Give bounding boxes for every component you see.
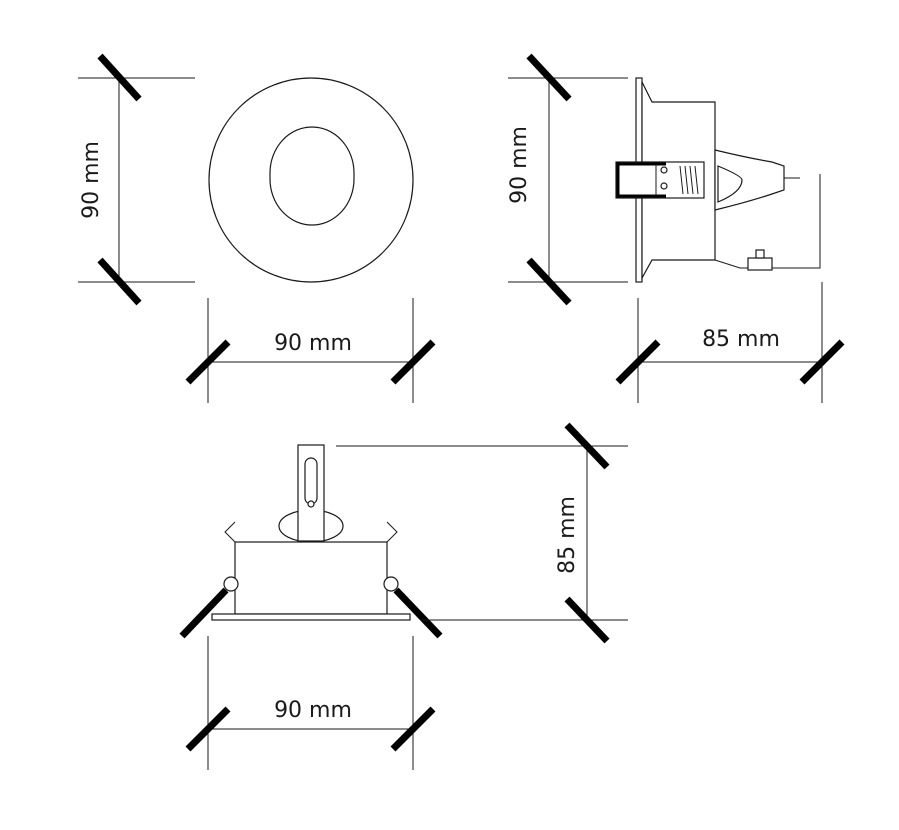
side-depth-tick-right xyxy=(799,339,845,385)
bottom-width-tick-left xyxy=(185,706,231,752)
bottom-spring-pivot-right xyxy=(383,576,399,592)
side-screw-bottom xyxy=(660,182,668,190)
side-height-tick-top xyxy=(526,53,572,102)
bottom-spring-pivot-left xyxy=(223,576,239,592)
front-width-tick-right xyxy=(390,339,436,385)
front-height-label: 90 mm xyxy=(79,141,104,219)
bottom-clip-right xyxy=(386,521,398,543)
bottom-housing xyxy=(234,541,388,615)
side-screw-top xyxy=(660,166,668,174)
bottom-flange xyxy=(211,613,411,621)
front-height-tick-top xyxy=(97,53,142,102)
bottom-terminal-screw xyxy=(307,500,315,508)
front-height-tick-bottom xyxy=(97,257,142,306)
bottom-height-label: 85 mm xyxy=(555,496,580,574)
side-height-tick-bottom xyxy=(526,257,572,306)
bottom-width-tick-right xyxy=(390,706,436,752)
bottom-width-label: 90 mm xyxy=(274,698,352,723)
front-view xyxy=(208,77,414,283)
side-height-label: 90 mm xyxy=(507,126,532,204)
side-depth-tick-left xyxy=(615,339,661,385)
front-width-dimension: 90 mm xyxy=(185,298,436,403)
front-height-dimension: 90 mm xyxy=(78,53,195,306)
side-view xyxy=(615,77,821,283)
bottom-spring-right xyxy=(393,587,443,639)
side-lamp-holder xyxy=(615,161,705,199)
side-spring-arm xyxy=(714,174,821,269)
bottom-height-tick-bottom xyxy=(564,596,610,644)
bottom-spring-left xyxy=(179,587,229,639)
side-spring-coil xyxy=(679,165,699,195)
bottom-height-dimension: 85 mm xyxy=(336,422,628,644)
front-width-label: 90 mm xyxy=(274,331,352,356)
bottom-terminal-slot xyxy=(304,457,318,505)
side-lamp-bulb xyxy=(717,165,743,203)
bottom-clip-left xyxy=(224,521,236,543)
bottom-height-tick-top xyxy=(564,422,610,470)
side-depth-dimension: 85 mm xyxy=(615,282,845,403)
front-width-tick-left xyxy=(185,339,231,385)
front-inner-opening xyxy=(269,126,355,226)
side-terminal-screw xyxy=(755,249,765,259)
bottom-view xyxy=(179,444,443,639)
side-height-dimension: 90 mm xyxy=(507,53,628,306)
side-depth-label: 85 mm xyxy=(702,327,780,352)
side-terminal-block xyxy=(747,257,773,271)
bottom-width-dimension: 90 mm xyxy=(185,636,436,770)
side-lamp-holder-clip xyxy=(616,162,666,198)
